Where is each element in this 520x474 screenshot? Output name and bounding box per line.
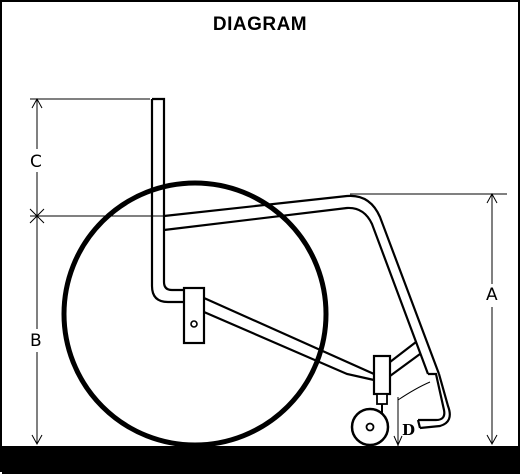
dimension-b-label: B: [30, 331, 42, 351]
axle-hole: [190, 320, 198, 328]
dimension-b: [31, 216, 43, 446]
dimension-a-label: A: [486, 285, 498, 305]
dimension-d: [393, 381, 431, 447]
dimension-a: [350, 192, 507, 446]
dimension-c: [29, 97, 164, 224]
footrest: [416, 372, 451, 430]
floor: [2, 446, 520, 474]
axle-bracket: [182, 286, 206, 345]
dimension-c-label: C: [30, 152, 42, 172]
dimension-d-label: D: [402, 421, 415, 439]
rear-wheel: [61, 180, 329, 448]
lower-frame: [203, 296, 421, 382]
back-post: [150, 97, 184, 304]
diagram-title: DIAGRAM: [212, 14, 308, 35]
caster-housing: [372, 354, 392, 396]
seat-rail: [163, 194, 441, 375]
caster-stem: [376, 393, 388, 405]
caster-hub: [365, 422, 375, 432]
